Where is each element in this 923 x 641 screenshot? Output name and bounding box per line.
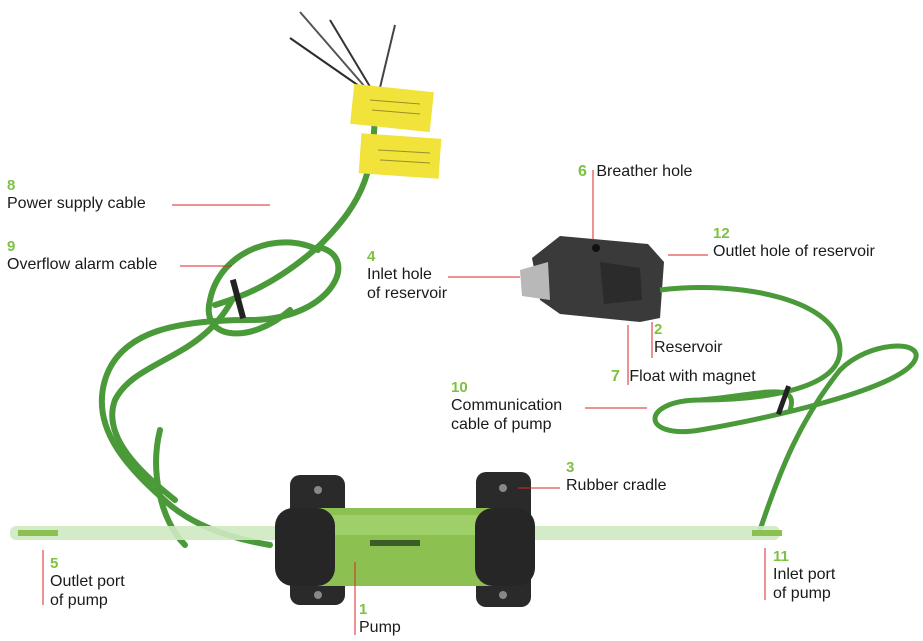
callout-number: 10 <box>451 379 468 396</box>
callout-number: 7 <box>611 368 620 385</box>
callout-number: 12 <box>713 225 730 242</box>
callout-label: Float with magnet <box>629 368 756 385</box>
loose-wires <box>289 11 396 97</box>
callout-label: Communication cable of pump <box>451 397 563 433</box>
callout-label: Pump <box>359 619 401 636</box>
callout-label: Inlet hole of reservoir <box>367 266 448 302</box>
callout-10-communication-cable: 10 Communication cable of pump <box>451 380 562 434</box>
callout-number: 1 <box>359 601 368 618</box>
callout-number: 8 <box>7 177 16 194</box>
callout-label: Reservoir <box>654 339 723 356</box>
callout-9-overflow-alarm-cable: 9 Overflow alarm cable <box>7 239 157 274</box>
callout-number: 5 <box>50 555 59 572</box>
callout-2-reservoir: 2 Reservoir <box>654 322 722 357</box>
callout-4-inlet-hole-of-reservoir: 4 Inlet hole of reservoir <box>367 249 447 303</box>
callout-8-power-supply-cable: 8 Power supply cable <box>7 178 146 213</box>
callout-12-outlet-hole-of-reservoir: 12 Outlet hole of reservoir <box>713 226 875 261</box>
callout-number: 3 <box>566 459 575 476</box>
callout-6-breather-hole: 6 Breather hole <box>578 162 692 181</box>
pump-assembly <box>275 472 535 607</box>
tubes <box>10 526 782 540</box>
cable-tie-2 <box>775 385 791 416</box>
leader-lines <box>42 170 766 635</box>
callout-label: Outlet port of pump <box>50 573 125 609</box>
callout-1-pump: 1 Pump <box>359 602 401 637</box>
callout-3-rubber-cradle: 3 Rubber cradle <box>566 460 667 495</box>
callout-label: Inlet port of pump <box>773 566 836 602</box>
reservoir <box>520 236 664 322</box>
callout-number: 6 <box>578 163 587 180</box>
callout-number: 11 <box>773 548 789 565</box>
callout-number: 2 <box>654 321 663 338</box>
callout-label: Breather hole <box>596 163 693 180</box>
callout-number: 4 <box>367 248 376 265</box>
callout-label: Power supply cable <box>7 195 146 212</box>
callout-5-outlet-port-of-pump: 5 Outlet port of pump <box>50 556 125 610</box>
callout-11-inlet-port-of-pump: 11 Inlet port of pump <box>773 549 835 603</box>
cable-label-tags <box>350 83 442 179</box>
callout-7-float-with-magnet: 7 Float with magnet <box>611 367 756 386</box>
callout-label: Overflow alarm cable <box>7 256 158 273</box>
callout-number: 9 <box>7 238 16 255</box>
cable-tie <box>229 278 247 320</box>
callout-label: Rubber cradle <box>566 477 667 494</box>
communication-cable <box>652 285 919 531</box>
callout-label: Outlet hole of reservoir <box>713 243 875 260</box>
